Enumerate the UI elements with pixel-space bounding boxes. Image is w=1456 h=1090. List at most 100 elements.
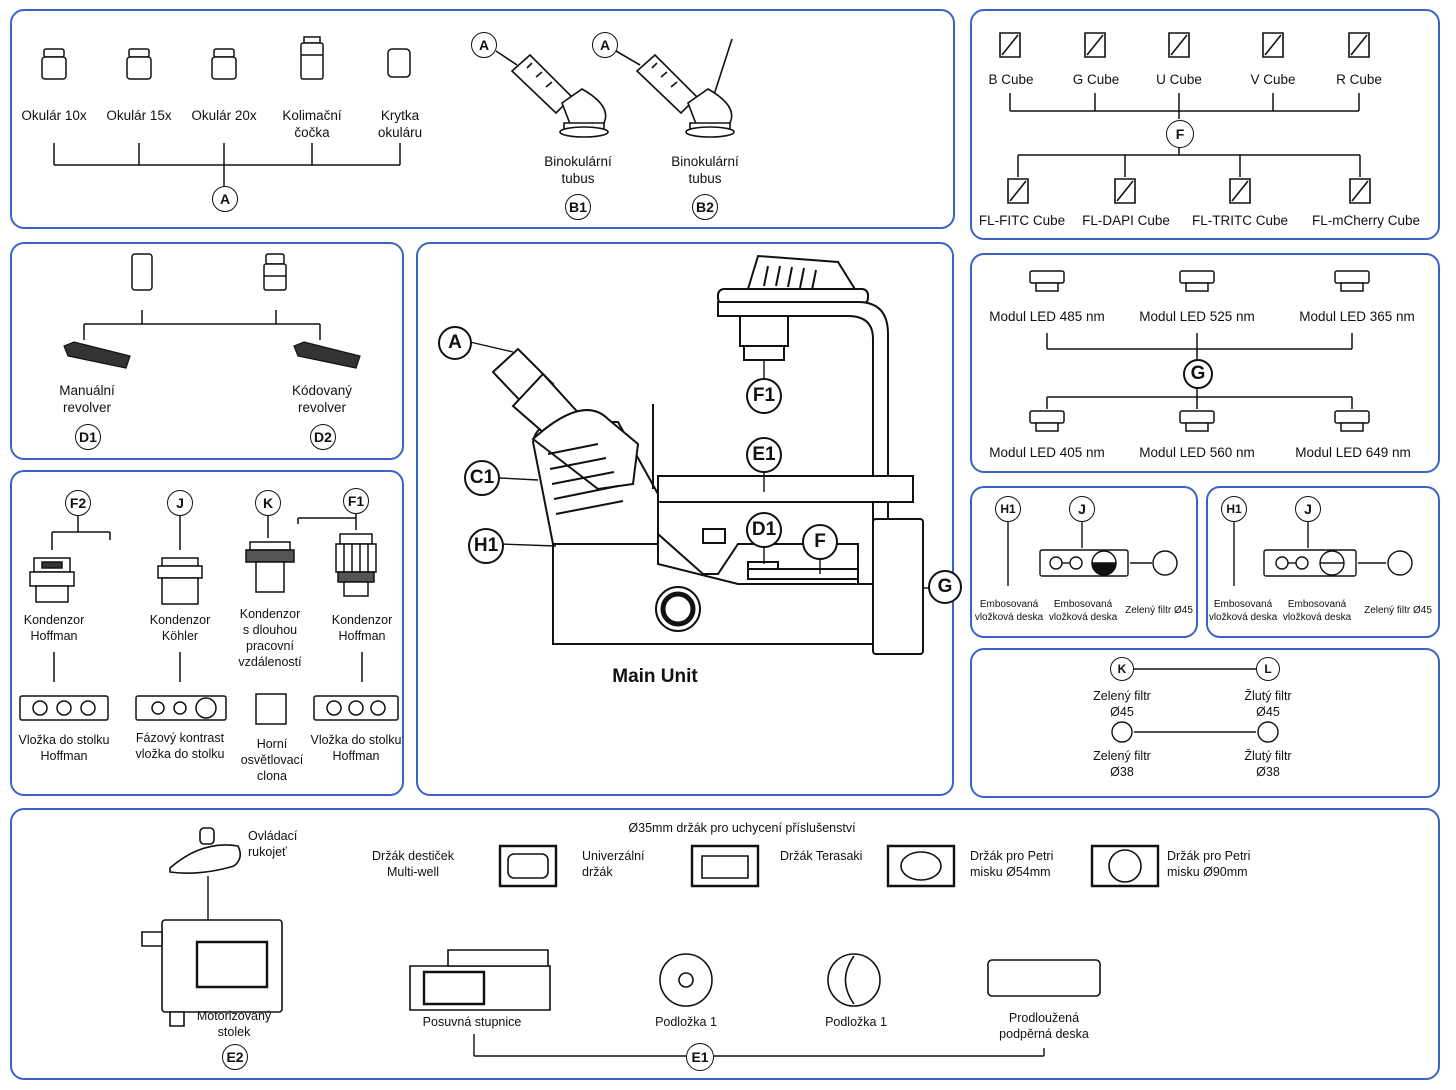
holder-universal: Univerzální držák (582, 849, 645, 879)
eyepiece-10x-label: Okulár 10x (21, 108, 87, 123)
panel-cubes: B Cube G Cube U Cube V Cube R Cube F FL-… (970, 9, 1440, 240)
extended-plate-label: Prodloužená podpěrná deska (999, 1011, 1089, 1041)
emboss1-label-1: Embosovaná vložková deska (974, 599, 1044, 623)
motorized-stage-label: Motorizovaný stolek (196, 1009, 272, 1039)
cube-b-label: B Cube (988, 72, 1034, 87)
led-649-label: Modul LED 649 nm (1295, 445, 1411, 460)
led-485-label: Modul LED 485 nm (989, 309, 1105, 324)
main-callout-c1: C1 (464, 460, 500, 496)
c4-label: Kondenzor Hoffman (331, 613, 393, 643)
emboss1-tag-j: J (1069, 496, 1095, 522)
filter-green-45: Zelený filtr Ø45 (1093, 689, 1151, 719)
tube2-id: B2 (692, 194, 718, 220)
panel-revolvers: Manuální revolver D1 Kódovaný revolver D… (10, 242, 404, 460)
led-405-label: Modul LED 405 nm (989, 445, 1105, 460)
c1-label: Kondenzor Hoffman (23, 613, 85, 643)
callout-a-bus: A (212, 186, 238, 212)
emboss2-drawings (1208, 488, 1442, 640)
pad-1-label: Podložka 1 (655, 1015, 717, 1029)
callout-f-bus: F (1166, 120, 1194, 148)
panel-emboss-2: H1 J Embosovaná vložková deska Embosovan… (1206, 486, 1440, 638)
cube-fitc-label: FL-FITC Cube (978, 213, 1066, 228)
eyepiece-cap-label: Krytka okuláru (377, 108, 423, 140)
panel-main-unit: A C1 H1 F1 E1 D1 F G Main Unit (416, 242, 962, 798)
cube-mcherry-label: FL-mCherry Cube (1311, 213, 1421, 228)
c3-insert-label: Horní osvětlovací clona (240, 737, 304, 783)
cube-r-label: R Cube (1336, 72, 1382, 87)
pad-2-label: Podložka 1 (825, 1015, 887, 1029)
main-callout-g: G (928, 570, 962, 604)
emboss2-tag-h1: H1 (1221, 496, 1247, 522)
holder-petri-54: Držák pro Petri misku Ø54mm (970, 849, 1054, 879)
cube-drawings (972, 11, 1442, 242)
emboss2-label-3: Zelený filtr Ø45 (1364, 605, 1432, 616)
handle-label: Ovládací rukojeť (248, 829, 298, 859)
manual-revolver-id: D1 (75, 424, 101, 450)
filter-tag-l: L (1256, 657, 1280, 681)
filter-tag-k: K (1110, 657, 1134, 681)
revolver-drawings (12, 244, 406, 462)
led-365-label: Modul LED 365 nm (1299, 309, 1415, 324)
emboss1-tag-h1: H1 (995, 496, 1021, 522)
main-callout-e1: E1 (746, 437, 782, 473)
c2-tag: J (167, 490, 193, 516)
panel-filters: K L Zelený filtr Ø45 Žlutý filtr Ø45 Zel… (970, 648, 1440, 798)
condenser-drawings (12, 472, 406, 798)
eyepiece-drawings (12, 11, 957, 231)
callout-g-bus: G (1183, 359, 1213, 389)
holder-terasaki: Držák Terasaki (780, 849, 863, 863)
eyepiece-20x-label: Okulár 20x (191, 108, 257, 123)
tube1-id: B1 (565, 194, 591, 220)
emboss1-drawings (972, 488, 1200, 640)
main-callout-d1: D1 (746, 512, 782, 548)
filter-green-38: Zelený filtr Ø38 (1093, 749, 1151, 779)
filter-yellow-45: Žlutý filtr Ø45 (1244, 689, 1292, 719)
manual-revolver-label: Manuální revolver (59, 383, 115, 415)
motorized-stage-id: E2 (222, 1044, 248, 1070)
main-callout-f1: F1 (746, 378, 782, 414)
coded-revolver-id: D2 (310, 424, 336, 450)
emboss2-tag-j: J (1295, 496, 1321, 522)
led-525-label: Modul LED 525 nm (1139, 309, 1255, 324)
cube-g-label: G Cube (1072, 72, 1120, 87)
tube2-label: Binokulární tubus (671, 154, 739, 186)
main-unit-title: Main Unit (612, 666, 698, 687)
main-callout-h1: H1 (468, 528, 504, 564)
main-unit-drawing (418, 244, 956, 798)
holder-multiwell: Držák destiček Multi-well (372, 849, 454, 879)
panel-led: Modul LED 485 nm Modul LED 525 nm Modul … (970, 253, 1440, 473)
cube-tritc-label: FL-TRITC Cube (1191, 213, 1289, 228)
c4-insert-label: Vložka do stolku Hoffman (310, 733, 402, 763)
tube2-tag: A (592, 32, 618, 58)
panel-eyepieces: Okulár 10x Okulár 15x Okulár 20x Kolimač… (10, 9, 955, 229)
emboss1-label-2: Embosovaná vložková deska (1048, 599, 1118, 623)
panel-condensers: F2 J K F1 Kondenzor Hoffman Kondenzor Kö… (10, 470, 404, 796)
filter-drawings (972, 650, 1442, 800)
cube-u-label: U Cube (1156, 72, 1202, 87)
tube1-label: Binokulární tubus (544, 154, 612, 186)
stage-drawings (12, 810, 1442, 1082)
holder-title: Ø35mm držák pro uchycení příslušenství (628, 821, 856, 835)
panel-emboss-1: H1 J Embosovaná vložková deska Embosovan… (970, 486, 1198, 638)
holder-petri-90: Držák pro Petri misku Ø90mm (1167, 849, 1251, 879)
emboss2-label-2: Embosovaná vložková deska (1282, 599, 1352, 623)
collimating-lens-label: Kolimační čočka (282, 108, 342, 140)
cube-v-label: V Cube (1250, 72, 1296, 87)
led-drawings (972, 255, 1442, 475)
sliding-scale-label: Posuvná stupnice (422, 1015, 522, 1029)
main-callout-f: F (802, 524, 838, 560)
c1-tag: F2 (65, 490, 91, 516)
filter-yellow-38: Žlutý filtr Ø38 (1244, 749, 1292, 779)
emboss2-label-1: Embosovaná vložková deska (1208, 599, 1278, 623)
emboss1-label-3: Zelený filtr Ø45 (1125, 605, 1193, 616)
c1-insert-label: Vložka do stolku Hoffman (18, 733, 110, 763)
c3-label: Kondenzor s dlouhou pracovní vzdáleností (238, 607, 302, 669)
c3-tag: K (255, 490, 281, 516)
main-callout-a: A (438, 326, 472, 360)
coded-revolver-label: Kódovaný revolver (291, 383, 353, 415)
c2-label: Kondenzor Köhler (149, 613, 211, 643)
callout-e1-bus: E1 (686, 1043, 714, 1071)
c2-insert-label: Fázový kontrast vložka do stolku (135, 731, 225, 761)
panel-stage: Ovládací rukojeť Motorizovaný stolek E2 … (10, 808, 1440, 1080)
led-560-label: Modul LED 560 nm (1139, 445, 1255, 460)
